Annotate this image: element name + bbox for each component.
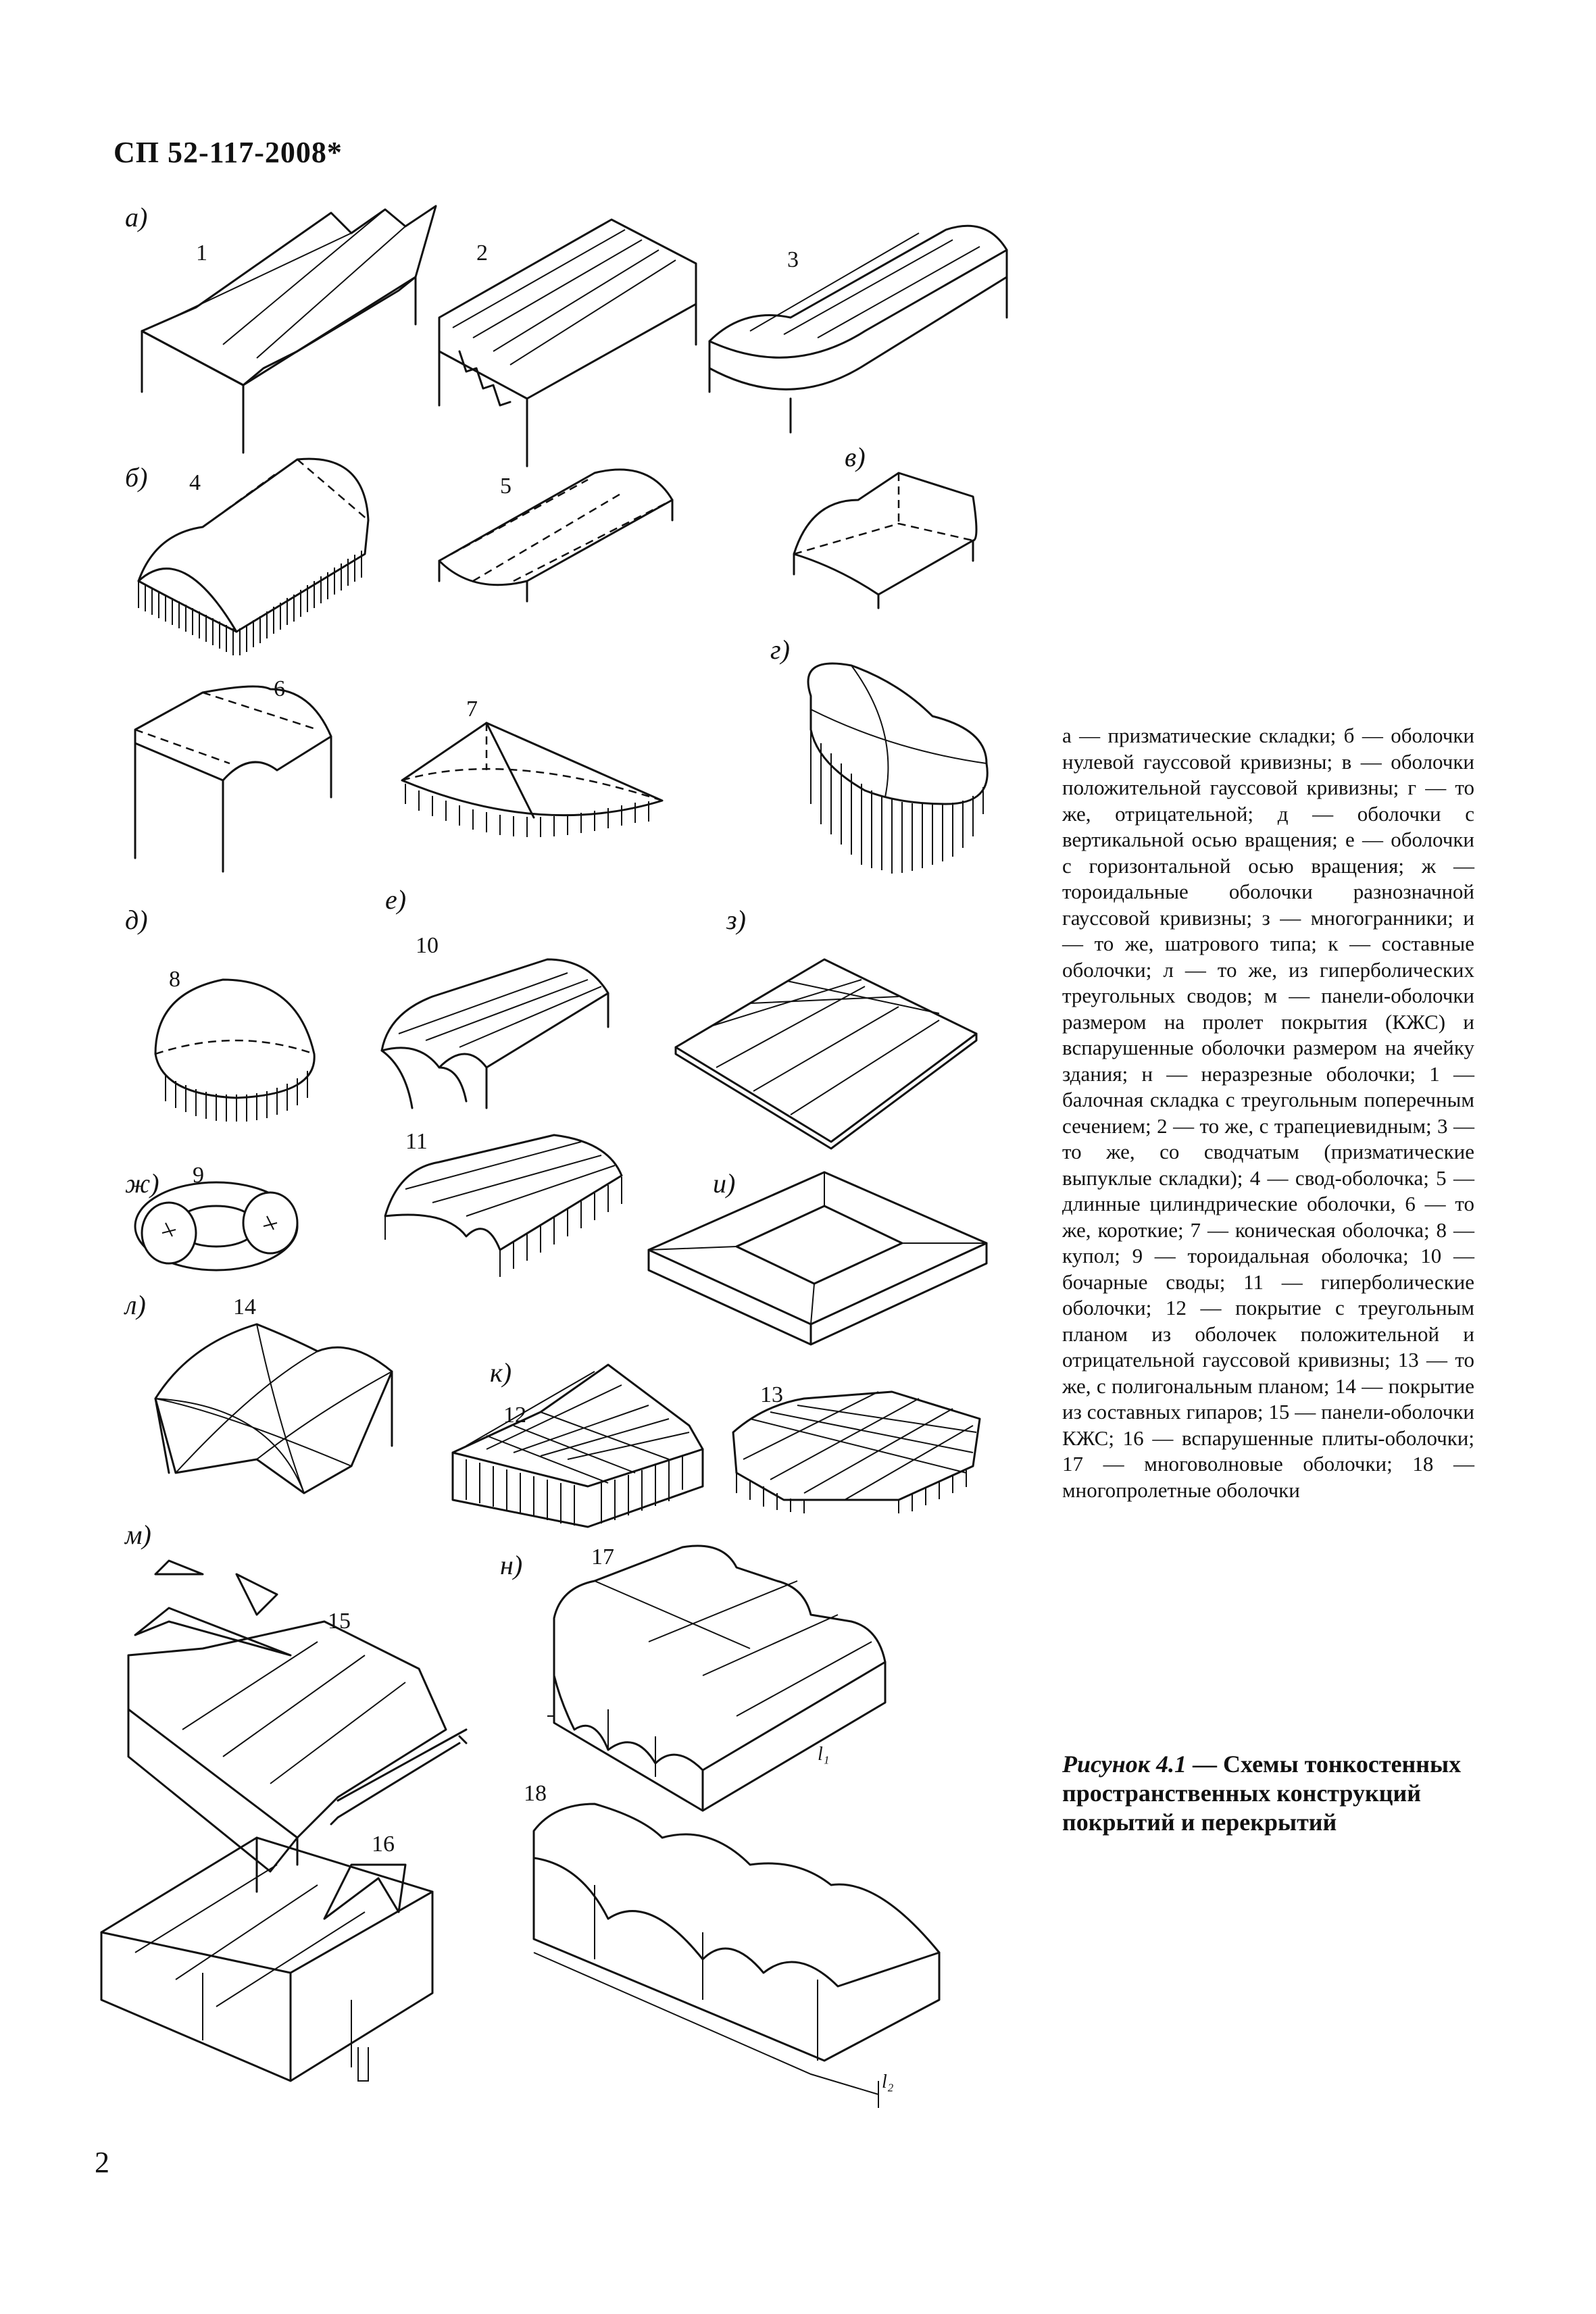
item-number-1: 1 bbox=[196, 241, 207, 266]
item-number-14: 14 bbox=[233, 1294, 256, 1319]
item-number-4: 4 bbox=[189, 470, 201, 495]
group-label-a: а) bbox=[125, 202, 147, 232]
figure-title: Схемы тонкостенных пространственных конс… bbox=[1062, 1751, 1462, 1836]
document-code-header: СП 52-117-2008* bbox=[114, 136, 343, 169]
drawing-7-conical-shell bbox=[401, 722, 664, 837]
group-labels: а) б) в) г) д) е) з) ж) и) л) к) м) н) bbox=[124, 202, 866, 1580]
figure-number: Рисунок 4.1 bbox=[1062, 1751, 1187, 1778]
group-label-zh: ж) bbox=[125, 1168, 159, 1199]
item-number-16: 16 bbox=[372, 1832, 395, 1857]
drawing-18-multispan-shells bbox=[532, 1803, 941, 2108]
drawing-9-toroidal-shell bbox=[134, 1181, 299, 1272]
drawing-16-vaulted-slab-shells bbox=[100, 1836, 434, 2082]
group-label-e: е) bbox=[385, 884, 406, 915]
figure-legend: а — призматические складки; б — оболочки… bbox=[1062, 724, 1474, 1502]
drawing-3-vaulted-folds bbox=[708, 224, 1008, 434]
item-number-8: 8 bbox=[169, 967, 180, 992]
drawing-v-positive-curvature-shell bbox=[793, 472, 978, 609]
item-number-7: 7 bbox=[466, 697, 478, 722]
drawing-11-hyperbolic-shells bbox=[384, 1134, 623, 1277]
item-number-13: 13 bbox=[760, 1382, 783, 1407]
item-number-10: 10 bbox=[416, 933, 439, 958]
group-label-d: д) bbox=[125, 905, 148, 935]
dimension-label-l2: l₂ bbox=[882, 2071, 894, 2092]
item-number-5: 5 bbox=[500, 474, 512, 499]
caption-dash: — bbox=[1186, 1751, 1223, 1778]
drawing-4-vault-shell bbox=[137, 457, 370, 655]
page-number: 2 bbox=[95, 2146, 109, 2179]
item-number-17: 17 bbox=[591, 1544, 614, 1569]
group-label-k: к) bbox=[490, 1357, 512, 1388]
drawing-15-kzhs-panels bbox=[127, 1559, 468, 1873]
group-label-n: н) bbox=[500, 1550, 522, 1580]
group-label-v: в) bbox=[845, 442, 866, 472]
group-label-m: м) bbox=[124, 1519, 151, 1550]
drawing-14-composite-hypars bbox=[154, 1323, 393, 1494]
item-number-11: 11 bbox=[405, 1129, 428, 1154]
group-label-l: л) bbox=[124, 1290, 146, 1320]
item-number-9: 9 bbox=[193, 1163, 204, 1188]
drawing-1-triangular-folds bbox=[141, 205, 437, 454]
drawing-z-polyhedron bbox=[674, 958, 978, 1150]
figure-caption: Рисунок 4.1 — Схемы тонкостенных простра… bbox=[1062, 1750, 1481, 1837]
drawing-10-barrel-vaults bbox=[380, 958, 609, 1109]
drawing-i-tent-polyhedron bbox=[647, 1171, 988, 1346]
drawing-13-polygonal-composite bbox=[732, 1390, 981, 1513]
item-number-3: 3 bbox=[787, 247, 799, 272]
dimension-labels: l₂ l₁ bbox=[818, 1744, 894, 2092]
drawing-2-trapezoidal-folds bbox=[438, 218, 697, 468]
dimension-label-l1: l₁ bbox=[818, 1744, 830, 1765]
item-number-2: 2 bbox=[476, 241, 488, 266]
group-label-g: г) bbox=[770, 634, 790, 665]
group-label-b: б) bbox=[125, 462, 147, 493]
drawing-12-triangular-composite bbox=[451, 1363, 704, 1528]
item-number-18: 18 bbox=[524, 1781, 547, 1806]
group-label-z: з) bbox=[726, 905, 746, 935]
drawing-6-short-cylindrical-shell bbox=[134, 685, 332, 873]
drawing-g-negative-curvature-shell bbox=[807, 662, 989, 874]
drawing-17-multiwave-shells bbox=[547, 1544, 887, 1812]
drawing-5-long-cylindrical-shell bbox=[438, 468, 674, 603]
drawing-8-dome bbox=[154, 978, 316, 1122]
group-label-i: и) bbox=[713, 1168, 735, 1199]
